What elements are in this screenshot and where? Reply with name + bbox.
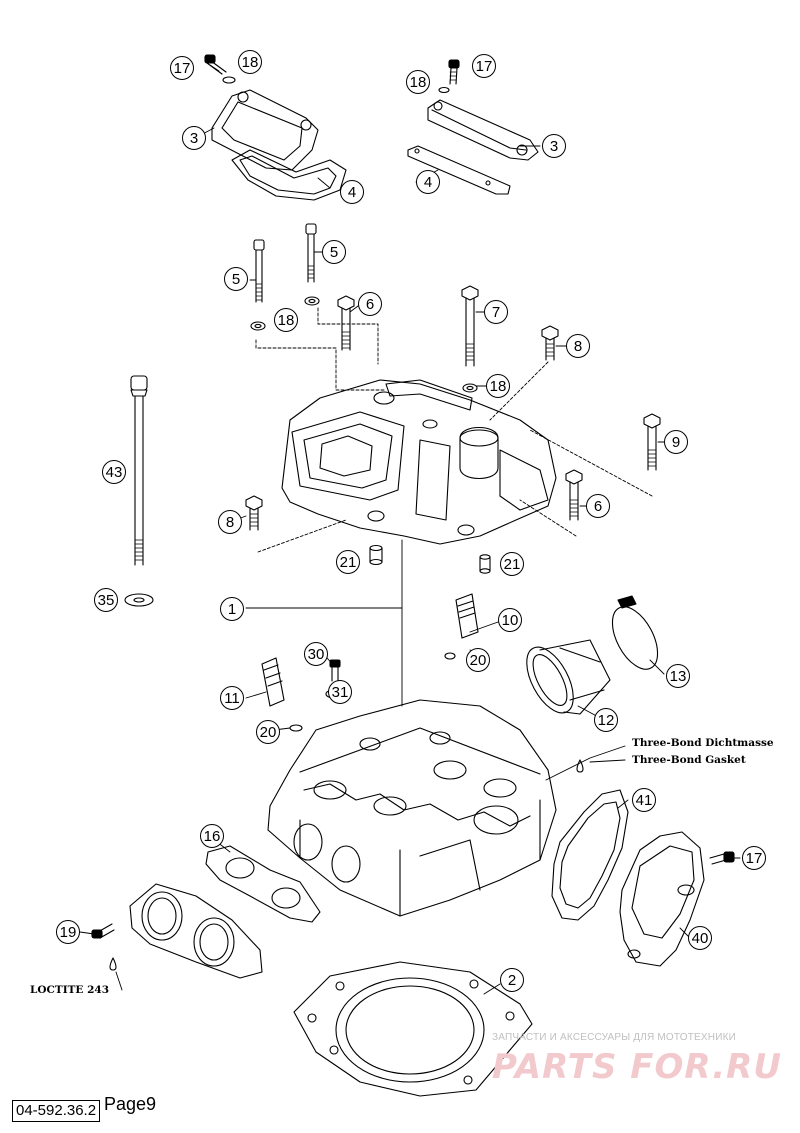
callout-21-left: 21	[336, 550, 360, 574]
callout-6-lower: 6	[586, 494, 610, 518]
head-bolt-43	[124, 375, 154, 607]
callout-17-cover: 17	[742, 846, 766, 870]
callout-40: 40	[688, 926, 712, 950]
callout-3-left: 3	[182, 126, 206, 150]
cover-gasket	[551, 789, 629, 921]
bolt-17-left	[204, 54, 236, 84]
callout-17-left: 17	[170, 56, 194, 80]
cam-bridge	[281, 379, 557, 545]
sealant-droplet	[576, 759, 584, 773]
cylinder-head	[267, 699, 557, 917]
callout-31: 31	[328, 680, 352, 704]
timing-cover	[619, 831, 735, 967]
callout-4-left: 4	[340, 180, 364, 204]
loctite-note: LOCTITE 243	[30, 984, 110, 996]
callout-11: 11	[220, 686, 244, 710]
callout-9: 9	[664, 430, 688, 454]
callout-18-right-lower: 18	[486, 374, 510, 398]
callout-18-left: 18	[238, 50, 262, 74]
callout-17-right: 17	[472, 54, 496, 78]
callout-20-left: 20	[256, 720, 280, 744]
watermark-logo: PARTS FOR.RU	[492, 1047, 782, 1087]
callout-5-mid: 5	[322, 240, 346, 264]
callout-4-right: 4	[416, 170, 440, 194]
callout-21-right: 21	[500, 552, 524, 576]
callout-16: 16	[200, 824, 224, 848]
callout-13: 13	[666, 664, 690, 688]
callout-18-mid: 18	[274, 308, 298, 332]
callout-41: 41	[632, 788, 656, 812]
bolt-19	[91, 923, 117, 971]
dowel-pins-21	[369, 544, 491, 574]
sealant-note-en: Three-Bond Gasket	[632, 754, 746, 766]
leader-lines	[79, 127, 741, 995]
callout-8-upper: 8	[566, 334, 590, 358]
valve-guides	[261, 593, 479, 732]
valve-cover-right	[407, 99, 539, 195]
callout-7: 7	[484, 300, 508, 324]
valve-cover-left	[211, 89, 347, 201]
callout-2: 2	[500, 968, 524, 992]
callout-10: 10	[498, 608, 522, 632]
callout-35: 35	[94, 588, 118, 612]
callout-3-right: 3	[542, 134, 566, 158]
diagram-code: 04-592.36.2	[12, 1100, 101, 1122]
watermark-tagline: ЗАПЧАСТИ И АКСЕССУАРЫ ДЛЯ МОТОТЕХНИКИ	[492, 1032, 737, 1043]
callout-5-left: 5	[224, 267, 248, 291]
callout-19: 19	[56, 920, 80, 944]
exhaust-flange	[129, 883, 263, 979]
callout-12: 12	[594, 708, 618, 732]
callout-6-upper: 6	[358, 292, 382, 316]
page-label: Page9	[104, 1094, 157, 1114]
callout-8-lower: 8	[218, 510, 242, 534]
callout-43: 43	[102, 460, 126, 484]
callout-30: 30	[304, 642, 328, 666]
callout-1: 1	[220, 597, 244, 621]
callout-18-right: 18	[406, 70, 430, 94]
sealant-note-de: Three-Bond Dichtmasse	[632, 737, 774, 749]
head-gasket	[293, 961, 533, 1097]
intake-boot	[526, 595, 659, 715]
bolt-17-right	[438, 59, 460, 94]
callout-20-right: 20	[466, 648, 490, 672]
bolts-upper	[245, 223, 661, 531]
intake-gasket	[205, 845, 321, 923]
